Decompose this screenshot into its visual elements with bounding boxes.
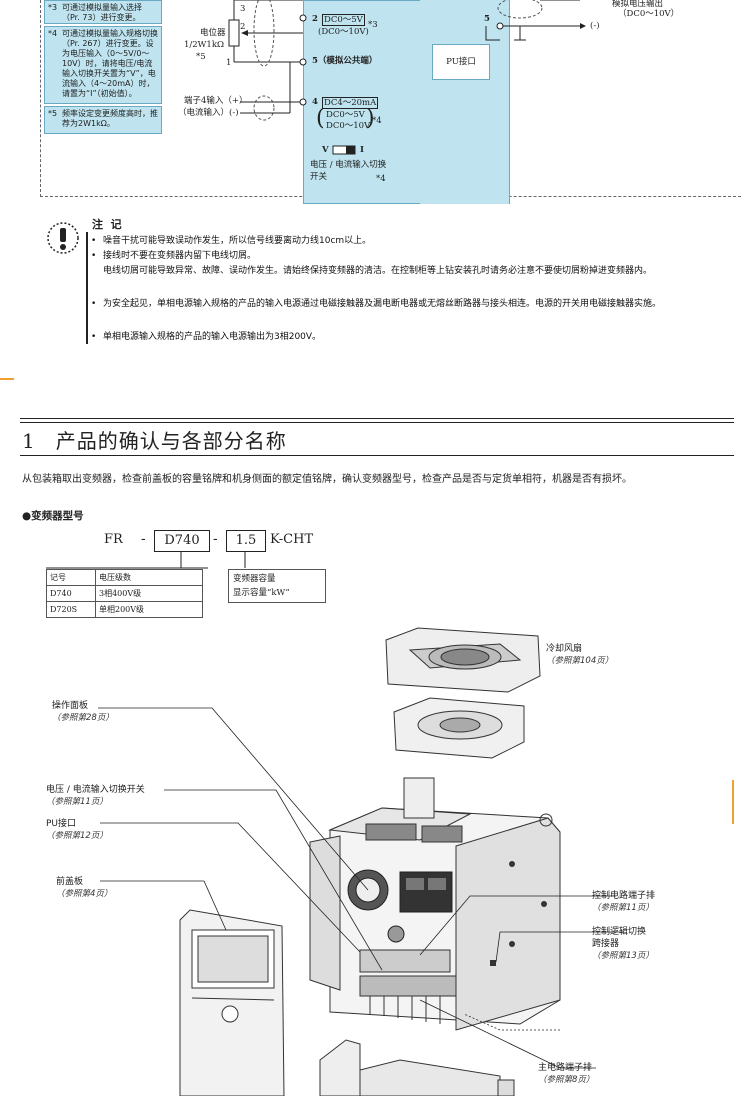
model-prefix: FR	[104, 532, 123, 547]
wiring-diagram	[228, 0, 586, 155]
heading-rule-bottom	[20, 455, 734, 456]
pu-connector-box: PU接口	[432, 44, 490, 80]
term-5-label: 5（模拟公共端）	[312, 56, 378, 66]
warning-item-3: 电线切屑可能导致异常、故障、误动作发生。请始终保持变频器的清洁。在控制柜等上钻安…	[103, 266, 653, 276]
switch-i: I	[360, 145, 364, 155]
switch-v: V	[322, 145, 329, 155]
part-label-voltage-current-switch: 电压 / 电流输入切换开关（参照第11页）	[46, 785, 145, 807]
part-label-cooling-fan: 冷却风扇（参照第104页）	[546, 644, 614, 666]
part-label-operation-panel: 操作面板（参照第28页）	[52, 701, 114, 723]
part-label-front-cover: 前盖板（参照第4页）	[56, 877, 113, 899]
model-capacity-box: 1.5	[226, 530, 266, 552]
model-suffix: K-CHT	[270, 532, 314, 547]
fan-cover-shape	[385, 627, 541, 693]
front-cover-shape	[179, 909, 285, 1096]
model-heading: ●变频器型号	[22, 510, 84, 522]
fan-shape	[393, 697, 525, 759]
term-4-num: 4	[312, 97, 318, 107]
term-4-range2: DC0～5V	[326, 110, 365, 120]
heading-rule-top	[20, 418, 734, 423]
warning-item-4: •为安全起见，单相电源输入规格的产品的输入电源通过电磁接触器及漏电断电器或无熔丝…	[91, 299, 662, 309]
pin-1: 1	[226, 58, 232, 68]
out-minus: (-)	[590, 21, 600, 31]
model-dash-2: -	[213, 532, 218, 547]
warning-item-5: •单相电源输入规格的产品的输入电源输出为3相200V。	[91, 332, 322, 342]
term-4-input-label: 端子4输入（+）	[184, 96, 248, 106]
out-voltage-label: 模拟电压输出	[612, 0, 664, 9]
term-2-range2: (DC0～10V)	[318, 27, 369, 37]
bottom-cover-shape	[319, 1039, 515, 1096]
warning-bar	[86, 232, 88, 344]
part-label-pu-connector: PU接口（参照第12页）	[46, 819, 108, 841]
model-connector-lines	[46, 551, 246, 569]
model-series-box: D740	[154, 530, 210, 552]
part-label-control-terminal: 控制电路端子排（参照第11页）	[592, 891, 656, 913]
inverter-body-shape	[309, 777, 561, 1031]
term-2-note: *3	[368, 20, 378, 30]
model-dash-1: -	[141, 532, 146, 547]
note-box-4: *4 可通过模拟量输入规格切换（Pr. 267）进行变更。设为电压输入（0～5V…	[44, 26, 162, 104]
warning-item-1: •噪音干扰可能导致误动作发生，所以信号线要离动力线10cm以上。	[91, 236, 372, 246]
switch-note: *4	[376, 174, 386, 184]
term-2-range1: DC0～5V	[322, 14, 365, 26]
term-4-note: *4	[372, 116, 382, 126]
orange-mark-left	[0, 378, 14, 380]
term-4-current-label: （电流输入）(-)	[178, 108, 239, 118]
out-terminal-num: 5	[484, 14, 490, 24]
part-label-main-terminal: 主电路端子排（参照第8页）	[538, 1063, 595, 1085]
warning-item-2: •接线时不要在变频器内留下电线切屑。	[91, 251, 257, 261]
output-block	[420, 0, 510, 204]
switch-label: 电压 / 电流输入切换	[310, 160, 387, 170]
note-box-3: *3 可通过模拟量输入选择（Pr. 73）进行变更。	[44, 0, 162, 24]
out-voltage-range: （DC0～10V）	[618, 9, 680, 19]
part-label-logic-jumper: 控制逻辑切换跨接器（参照第13页）	[592, 927, 654, 961]
term-2-num: 2	[312, 14, 318, 24]
exclamation-icon	[47, 222, 79, 254]
pin-3: 3	[240, 4, 246, 14]
term-4-range1: DC4～20mA	[322, 97, 379, 109]
switch-label-2: 开关	[310, 172, 328, 182]
capacity-label-box: 变频器容量 显示容量“kW”	[228, 569, 326, 603]
term-4-range3: DC0～10V	[326, 121, 371, 131]
pot-label: 电位器	[200, 28, 226, 38]
note-box-5: *5 频率设定变更频度高时，推荐为2W1kΩ。	[44, 106, 162, 134]
pot-spec: 1/2W1kΩ	[184, 40, 225, 50]
warning-title: 注 记	[92, 218, 122, 231]
pin-2: 2	[240, 22, 246, 32]
orange-mark-right	[732, 780, 734, 824]
section-intro: 从包装箱取出变频器，检查前盖板的容量铭牌和机身侧面的额定值铭牌，确认变频器型号，…	[22, 474, 632, 485]
pot-note: *5	[196, 52, 206, 62]
